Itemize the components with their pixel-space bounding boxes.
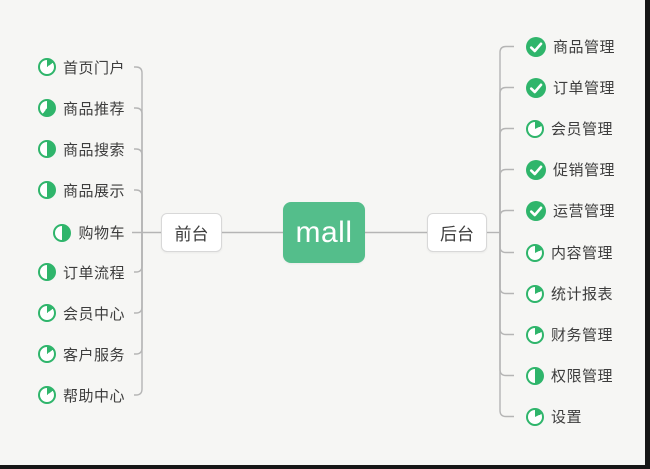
progress-pie-icon <box>37 345 56 363</box>
center-node-mall[interactable]: mall <box>283 202 365 263</box>
center-node-label: mall <box>295 215 353 249</box>
mindmap-topic[interactable]: 促销管理 <box>526 158 615 182</box>
topic-label: 订单管理 <box>553 80 616 97</box>
progress-pie-icon <box>37 181 56 199</box>
topic-label: 统计报表 <box>551 286 614 303</box>
progress-pie-icon <box>53 223 72 242</box>
mindmap-topic[interactable]: 客户服务 <box>37 342 125 366</box>
mindmap-topic[interactable]: 权限管理 <box>526 364 613 388</box>
topic-label: 财务管理 <box>551 327 614 344</box>
topic-label: 商品搜索 <box>62 141 125 159</box>
progress-pie-icon <box>526 366 544 385</box>
mindmap-topic[interactable]: 设置 <box>526 405 582 429</box>
check-circle-icon <box>526 200 546 221</box>
mindmap-topic[interactable]: 内容管理 <box>526 241 613 265</box>
topic-label: 内容管理 <box>551 245 614 262</box>
progress-pie-icon <box>37 140 56 158</box>
progress-pie-icon <box>37 304 56 322</box>
mindmap-topic[interactable]: 订单管理 <box>526 76 615 100</box>
mindmap-topic[interactable]: 商品管理 <box>526 35 615 59</box>
check-circle-icon <box>526 159 546 180</box>
mindmap-topic[interactable]: 财务管理 <box>526 323 613 347</box>
topic-label: 首页门户 <box>62 59 125 77</box>
back-stage-label: 后台 <box>440 225 474 244</box>
mindmap-topic[interactable]: 商品推荐 <box>37 96 125 120</box>
progress-pie-icon <box>526 119 544 138</box>
topic-label: 设置 <box>551 409 583 426</box>
topic-label: 促销管理 <box>553 162 616 179</box>
progress-pie-icon <box>37 99 56 117</box>
mindmap-topic[interactable]: 商品搜索 <box>37 137 125 161</box>
mindmap-topic[interactable]: 运营管理 <box>526 199 615 223</box>
topic-label: 订单流程 <box>62 264 125 282</box>
progress-pie-icon <box>526 284 544 303</box>
progress-pie-icon <box>526 243 544 262</box>
topic-label: 购物车 <box>78 225 125 242</box>
topic-label: 帮助中心 <box>62 387 125 405</box>
mindmap-topic[interactable]: 购物车 <box>53 221 125 245</box>
topic-label: 商品展示 <box>62 182 125 200</box>
progress-pie-icon <box>37 386 56 404</box>
front-stage-node[interactable]: 前台 <box>161 213 222 252</box>
topic-label: 商品推荐 <box>62 100 125 118</box>
topic-label: 会员管理 <box>551 121 614 138</box>
topic-label: 商品管理 <box>553 39 616 56</box>
progress-pie-icon <box>37 263 56 281</box>
check-circle-icon <box>526 36 546 57</box>
back-stage-node[interactable]: 后台 <box>427 213 487 252</box>
topic-label: 权限管理 <box>551 368 614 385</box>
progress-pie-icon <box>37 58 56 76</box>
mindmap-topic[interactable]: 商品展示 <box>37 178 125 202</box>
front-stage-label: 前台 <box>174 225 209 244</box>
topic-label: 运营管理 <box>553 203 616 220</box>
mindmap-topic[interactable]: 首页门户 <box>37 55 125 79</box>
mindmap-topic[interactable]: 会员管理 <box>526 117 613 141</box>
topic-label: 客户服务 <box>62 346 125 364</box>
mindmap-topic[interactable]: 帮助中心 <box>37 383 125 407</box>
topic-label: 会员中心 <box>62 305 125 323</box>
mindmap-topic[interactable]: 统计报表 <box>526 282 613 306</box>
progress-pie-icon <box>526 407 544 426</box>
mindmap-topic[interactable]: 订单流程 <box>37 260 125 284</box>
mindmap-topic[interactable]: 会员中心 <box>37 301 125 325</box>
check-circle-icon <box>526 77 546 98</box>
progress-pie-icon <box>526 325 544 344</box>
